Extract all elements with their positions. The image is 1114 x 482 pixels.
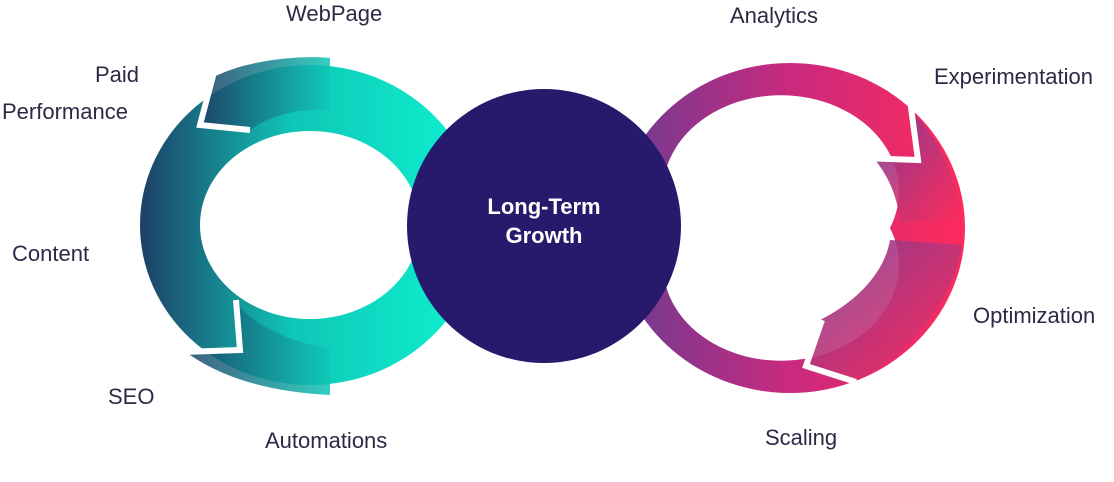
label-optimization: Optimization xyxy=(973,303,1096,328)
right-loop-chevron-bottom xyxy=(802,319,857,385)
left-loop-chevron-top xyxy=(196,71,251,133)
label-automations: Automations xyxy=(265,428,388,453)
left-loop-segment-bottom xyxy=(183,305,330,395)
left-loop-ring xyxy=(140,65,480,385)
label-paid: Paid xyxy=(95,62,140,87)
label-experimentation: Experimentation xyxy=(934,64,1093,89)
center-title-line2: Growth xyxy=(505,223,583,248)
label-webpage: WebPage xyxy=(286,1,383,26)
label-content: Content xyxy=(12,241,90,266)
label-scaling: Scaling xyxy=(765,425,838,450)
left-loop-segment-top xyxy=(203,57,330,130)
center-title: Long-Term Growth xyxy=(444,192,644,250)
label-analytics: Analytics xyxy=(730,3,819,28)
left-loop-chevron-bottom xyxy=(182,299,244,355)
right-loop-segment-top xyxy=(875,112,962,222)
right-loop-ring xyxy=(615,63,965,393)
right-loop-chevron-top xyxy=(861,99,922,164)
center-circle xyxy=(407,89,681,363)
label-seo: SEO xyxy=(108,384,155,409)
right-loop-segment-bottom xyxy=(805,240,962,380)
center-title-line1: Long-Term xyxy=(487,194,601,219)
label-performance: Performance xyxy=(2,99,128,124)
